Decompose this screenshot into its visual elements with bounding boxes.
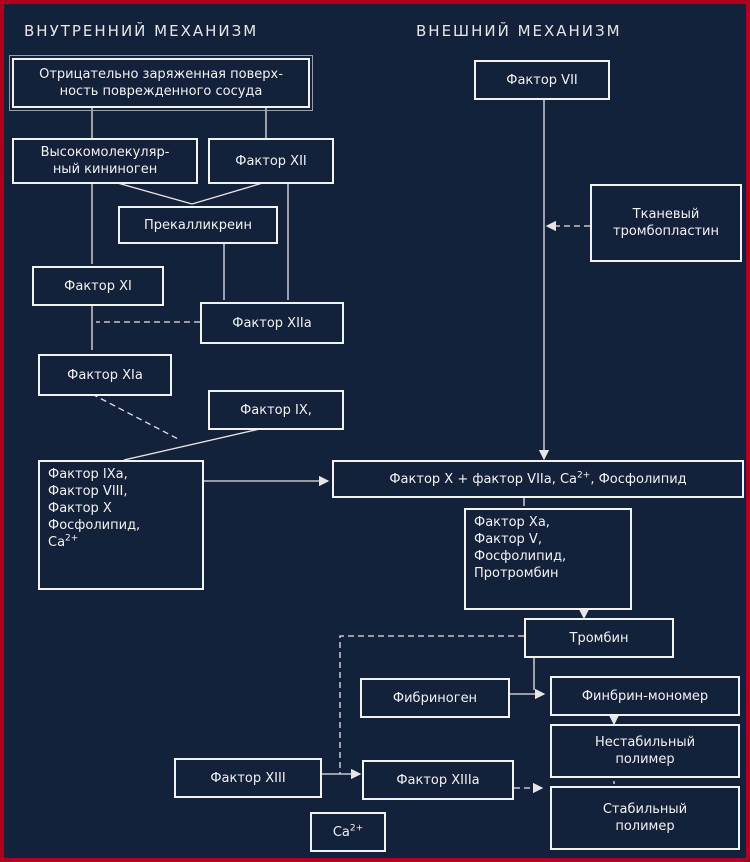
x-complex-charge: 2+ bbox=[577, 470, 591, 481]
ixa-complex-charge: 2+ bbox=[65, 533, 79, 544]
node-prekallikrein-label: Прекалликреин bbox=[144, 217, 252, 233]
node-factor-xiiia-label: Фактор XIIIa bbox=[396, 772, 480, 788]
node-factor-xia-label: Фактор XIa bbox=[67, 367, 143, 383]
node-factor-xia: Фактор XIa bbox=[38, 354, 172, 396]
node-unstable-polymer-label: Нестабильный полимер bbox=[594, 735, 696, 767]
intrinsic-header: ВНУТРЕННИЙ МЕХАНИЗМ bbox=[24, 22, 259, 40]
node-fibrinogen: Фибриноген bbox=[360, 678, 510, 718]
node-fibrin-monomer-label: Финбрин-мономер bbox=[581, 688, 709, 704]
node-factor-xi-label: Фактор XI bbox=[64, 278, 132, 294]
node-factor-xiia: Фактор XIIa bbox=[200, 302, 344, 344]
node-calcium-label: Ca bbox=[332, 824, 350, 840]
node-factor-xi: Фактор XI bbox=[32, 266, 164, 306]
link-xii-prek bbox=[191, 181, 267, 205]
node-factor-x-complex-label-pre: Фактор X + фактор VIIa, Ca bbox=[389, 471, 578, 487]
node-fibrin-monomer: Финбрин-мономер bbox=[550, 676, 740, 716]
node-negative-surface: Отрицательно заряженная поверх- ность по… bbox=[9, 55, 313, 111]
node-unstable-polymer: Нестабильный полимер bbox=[550, 724, 740, 778]
node-factor-xa-complex-label: Фактор Xa, Фактор V, Фосфолипид, Протром… bbox=[474, 515, 567, 581]
link-thrombin-xiiia bbox=[339, 635, 524, 774]
node-factor-xii: Фактор XII bbox=[208, 138, 334, 184]
node-factor-ixa-complex-label: Фактор IXa, Фактор VIII, Фактор X Фосфол… bbox=[48, 467, 141, 550]
node-factor-ix-label: Фактор IX, bbox=[240, 402, 312, 418]
node-factor-xa-complex: Фактор Xa, Фактор V, Фосфолипид, Протром… bbox=[464, 508, 632, 610]
node-factor-xiiia: Фактор XIIIa bbox=[362, 760, 514, 800]
node-hmw-kininogen: Высокомолекуляр- ный кининоген bbox=[12, 138, 198, 184]
calcium-charge: 2+ bbox=[349, 823, 364, 834]
node-thrombin-label: Тромбин bbox=[569, 630, 629, 646]
node-stable-polymer: Стабильный полимер bbox=[550, 786, 740, 850]
node-fibrinogen-label: Фибриноген bbox=[392, 690, 478, 706]
node-negative-surface-label: Отрицательно заряженная поверх- ность по… bbox=[39, 67, 283, 99]
node-stable-polymer-label: Стабильный полимер bbox=[602, 802, 688, 834]
node-factor-ix: Фактор IX, bbox=[208, 390, 344, 430]
node-tissue-thromboplastin-label: Тканевый тромбопластин bbox=[613, 207, 719, 239]
diagram-canvas: ВНУТРЕННИЙ МЕХАНИЗМ ВНЕШНИЙ МЕХАНИЗМ Отр… bbox=[4, 4, 746, 858]
node-factor-xiia-label: Фактор XIIa bbox=[232, 315, 312, 331]
node-tissue-thromboplastin: Тканевый тромбопластин bbox=[590, 184, 742, 262]
node-factor-xiii-label: Фактор XIII bbox=[210, 770, 286, 786]
node-factor-vii: Фактор VII bbox=[474, 60, 610, 100]
node-factor-vii-label: Фактор VII bbox=[506, 72, 578, 88]
link-ix-ixa bbox=[123, 427, 265, 461]
node-thrombin: Тромбин bbox=[524, 618, 674, 658]
node-prekallikrein: Прекалликреин bbox=[118, 206, 278, 244]
extrinsic-header: ВНЕШНИЙ МЕХАНИЗМ bbox=[416, 22, 622, 40]
node-factor-x-complex-label-post: , Фосфолипид bbox=[590, 471, 687, 487]
node-factor-x-complex: Фактор X + фактор VIIa, Ca2+, Фосфолипид bbox=[332, 460, 744, 498]
node-factor-xii-label: Фактор XII bbox=[235, 153, 307, 169]
node-factor-xiii: Фактор XIII bbox=[174, 758, 322, 798]
link-xia-ix bbox=[91, 393, 181, 441]
node-calcium: Ca2+ bbox=[310, 812, 386, 852]
node-factor-ixa-complex: Фактор IXa, Фактор VIII, Фактор X Фосфол… bbox=[38, 460, 204, 590]
node-hmw-kininogen-label: Высокомолекуляр- ный кининоген bbox=[40, 145, 170, 177]
link-hmwk-prek bbox=[113, 181, 193, 205]
